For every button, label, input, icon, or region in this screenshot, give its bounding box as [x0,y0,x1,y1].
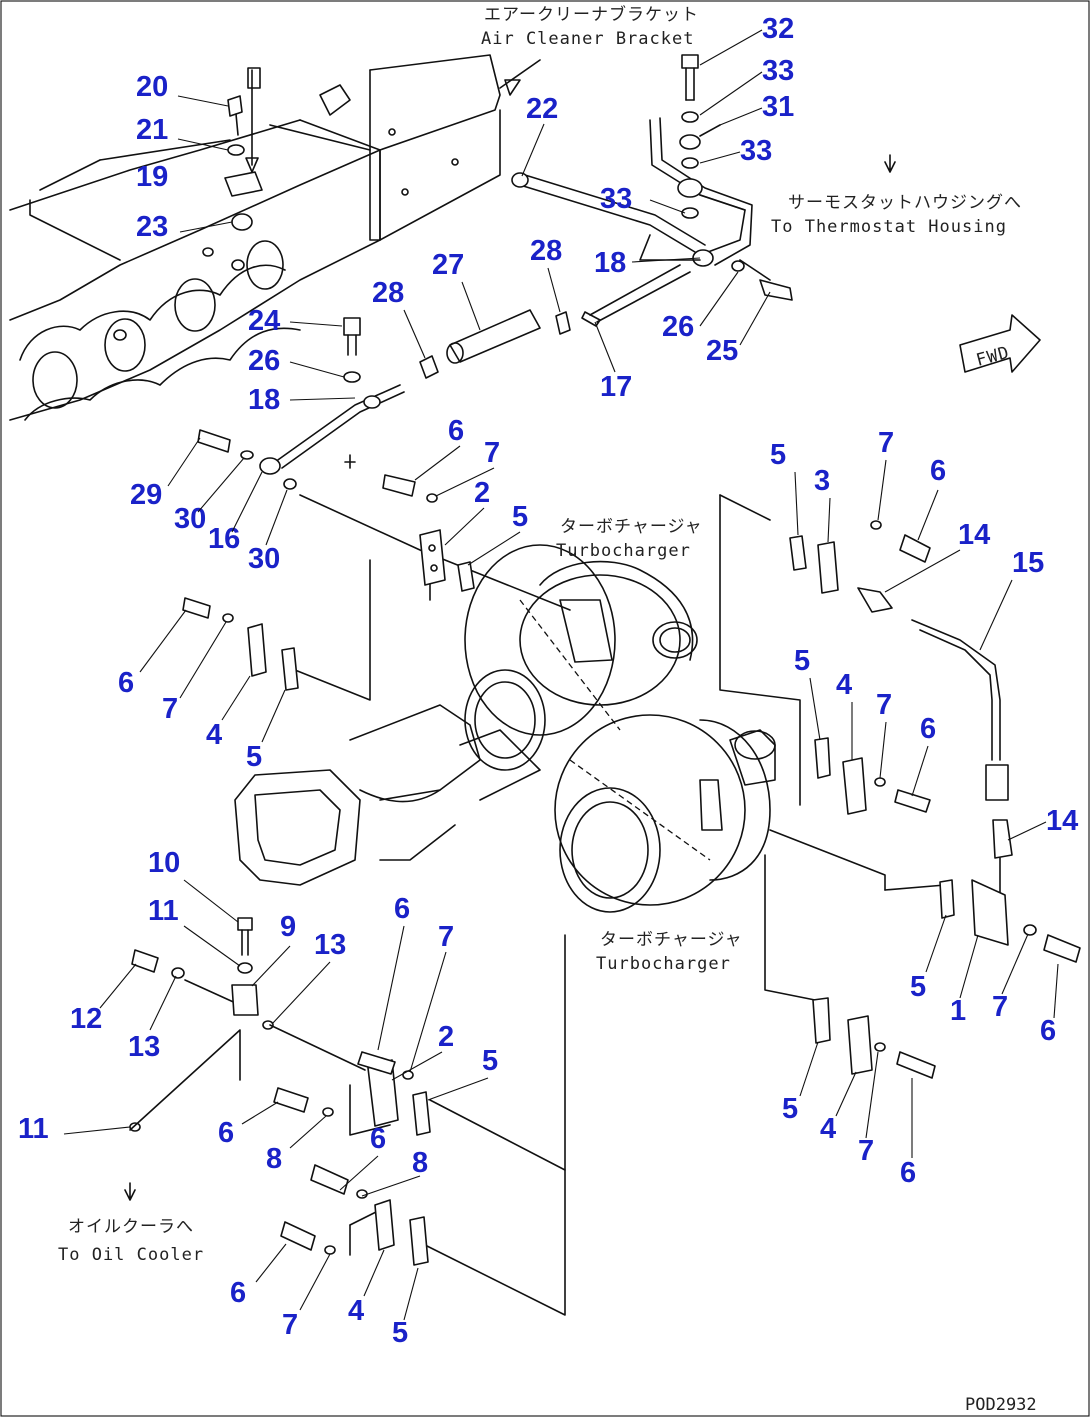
callout-26: 26 [248,345,280,377]
exhaust-manifold [9,119,381,421]
callout-33: 33 [762,55,794,87]
callout-14: 14 [958,519,990,551]
callout-14: 14 [1046,805,1078,837]
callout-28: 28 [530,235,562,267]
callout-6: 6 [394,893,410,925]
callout-7: 7 [162,693,178,725]
callout-4: 4 [348,1295,364,1327]
fwd-label: FWD [974,343,1012,371]
bolt-stack-32 [677,54,721,219]
water-hose-group [197,309,571,490]
callout-24: 24 [248,305,280,337]
bracket-leaders [129,494,946,1316]
callout-17: 17 [600,371,632,403]
callout-7: 7 [484,437,500,469]
fwd-direction-symbol: FWD [959,314,1041,373]
callout-19: 19 [136,161,168,193]
callout-18: 18 [594,247,626,279]
callout-29: 29 [130,479,162,511]
turbo-upper-jp: ターボチャージャ [560,517,703,537]
callout-20: 20 [136,71,168,103]
bolt-cluster-upper-left [224,67,263,231]
callout-6: 6 [218,1117,234,1149]
air-cleaner-bracket [269,54,541,241]
callout-6: 6 [448,415,464,447]
diagram-code: POD2932 [965,1395,1037,1415]
callout-4: 4 [820,1113,836,1145]
turbo-lower-en: Turbocharger [596,954,731,974]
callout-7: 7 [992,991,1008,1023]
callout-12: 12 [70,1003,102,1035]
turbo-upper-en: Turbocharger [556,541,691,561]
oil-cooler-en: To Oil Cooler [58,1245,204,1265]
callout-28: 28 [372,277,404,309]
callout-10: 10 [148,847,180,879]
turbocharger-lower [554,714,776,913]
callout-6: 6 [900,1157,916,1189]
turbo-lower-jp: ターボチャージャ [600,930,743,950]
callout-6: 6 [920,713,936,745]
callout-30: 30 [248,543,280,575]
callout-2: 2 [438,1021,454,1053]
callout-5: 5 [392,1317,408,1349]
air-cleaner-bracket-en: Air Cleaner Bracket [481,29,694,49]
callout-32: 32 [762,13,794,45]
callout-23: 23 [136,211,168,243]
oil-cooler-jp: オイルクーラへ [68,1217,194,1237]
thermostat-en: To Thermostat Housing [771,217,1007,237]
callout-16: 16 [208,523,240,555]
callout-8: 8 [266,1143,282,1175]
callout-13: 13 [314,929,346,961]
callout-5: 5 [246,741,262,773]
callout-6: 6 [930,455,946,487]
callout-9: 9 [280,911,296,943]
callout-22: 22 [526,93,558,125]
callout-1: 1 [950,995,966,1027]
callout-5: 5 [794,645,810,677]
callout-5: 5 [512,501,528,533]
callout-15: 15 [1012,547,1044,579]
callout-3: 3 [814,465,830,497]
callout-5: 5 [910,971,926,1003]
callout-6: 6 [118,667,134,699]
callout-8: 8 [412,1147,428,1179]
callout-7: 7 [878,427,894,459]
callout-4: 4 [836,669,852,701]
callout-7: 7 [438,921,454,953]
callout-27: 27 [432,249,464,281]
callout-13: 13 [128,1031,160,1063]
callout-6: 6 [1040,1015,1056,1047]
callout-25: 25 [706,335,738,367]
callout-11: 11 [148,895,179,927]
water-pipe-upper [511,117,793,327]
small-parts [124,154,1081,1266]
exhaust-elbow [234,704,541,886]
callout-5: 5 [482,1045,498,1077]
callout-26: 26 [662,311,694,343]
callout-4: 4 [206,719,222,751]
callout-7: 7 [858,1135,874,1167]
thermostat-jp: サーモスタットハウジングへ [788,193,1022,213]
callout-11: 11 [18,1113,49,1145]
callout-6: 6 [230,1277,246,1309]
air-cleaner-bracket-jp: エアークリーナブラケット [484,4,699,25]
callout-5: 5 [782,1093,798,1125]
callout-33: 33 [740,135,772,167]
callout-18: 18 [248,384,280,416]
callout-5: 5 [770,439,786,471]
callout-7: 7 [876,689,892,721]
callout-31: 31 [762,91,794,123]
turbocharger-upper [464,544,698,771]
callout-21: 21 [136,114,168,146]
callout-33: 33 [600,183,632,215]
callout-6: 6 [370,1123,386,1155]
callout-2: 2 [474,477,490,509]
callout-7: 7 [282,1309,298,1341]
callout-leaders [63,29,1059,1321]
